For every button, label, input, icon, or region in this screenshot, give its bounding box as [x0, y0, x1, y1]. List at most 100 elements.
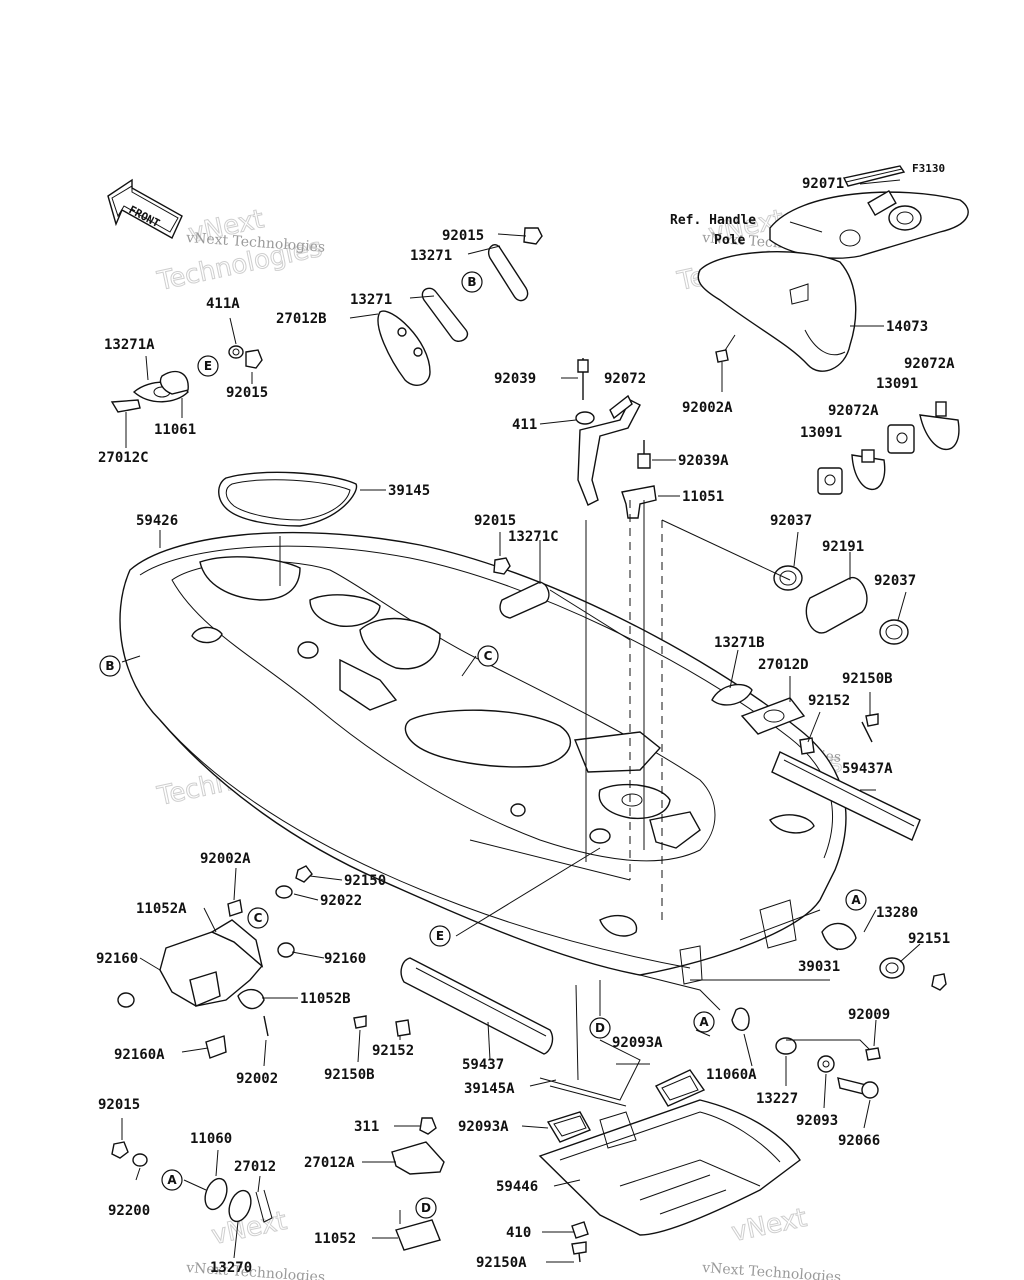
part-label: 92150 — [344, 873, 386, 889]
part-label: 59446 — [496, 1179, 538, 1195]
svg-text:C: C — [484, 649, 493, 663]
part-label: 27012 — [234, 1159, 276, 1175]
part-label: 92150B — [324, 1067, 375, 1083]
part-label: 11060 — [190, 1131, 232, 1147]
part-label: 27012A — [304, 1155, 355, 1171]
part-label: 59437A — [842, 761, 893, 777]
ref-circle-d-hull: D — [589, 1017, 611, 1039]
part-label: 13280 — [876, 905, 918, 921]
part-label: 92093 — [796, 1113, 838, 1129]
ref-circle-e-hull: E — [429, 925, 451, 947]
intake-parts — [711, 683, 806, 735]
part-label: 13227 — [756, 1091, 798, 1107]
part-label: 92160 — [96, 951, 138, 967]
part-label: 11052 — [314, 1231, 356, 1247]
watermark-text: vNext — [729, 1203, 810, 1248]
part-label: 92037 — [874, 573, 916, 589]
ref-circle-b-top: B — [461, 271, 483, 293]
part-label: 410 — [506, 1225, 531, 1241]
part-label: 92072A — [828, 403, 879, 419]
part-label: 92152 — [372, 1043, 414, 1059]
part-label: 92152 — [808, 693, 850, 709]
part-label: 92072 — [604, 371, 646, 387]
clamp-band-group — [817, 401, 960, 495]
right-bolts-group — [775, 1037, 881, 1099]
svg-text:C: C — [254, 911, 263, 925]
svg-text:B: B — [467, 275, 476, 289]
part-label: 13271 — [410, 248, 452, 264]
part-label: 11052A — [136, 901, 187, 917]
part-label: 92150A — [476, 1255, 527, 1271]
part-labels: 92071 14073 92002A 92072A 92072A 13091 1… — [96, 176, 955, 1276]
watermark-text: vNext — [209, 1206, 290, 1251]
watermark-caption: vNext Technologies — [701, 1260, 842, 1280]
svg-text:A: A — [851, 893, 861, 907]
part-label: 27012B — [276, 311, 327, 327]
svg-text:B: B — [105, 659, 114, 673]
part-label: 39031 — [798, 959, 840, 975]
figure-code: F3130 — [912, 162, 945, 175]
svg-text:E: E — [436, 929, 444, 943]
part-label: 92066 — [838, 1133, 880, 1149]
hull-body — [119, 531, 847, 1011]
part-label: 92072A — [904, 356, 955, 372]
part-label: 13271 — [350, 292, 392, 308]
gasket-39145 — [218, 471, 358, 527]
ref-circle-c-bracket: C — [247, 907, 269, 929]
part-label: 92039 — [494, 371, 536, 387]
part-label: 411 — [512, 417, 537, 433]
part-label: 311 — [354, 1119, 379, 1135]
intake-grate-59446 — [538, 1099, 801, 1263]
part-label: 92160A — [114, 1047, 165, 1063]
part-label: 92151 — [908, 931, 950, 947]
watermark-caption: vNext Technologies — [185, 1260, 326, 1280]
svg-text:D: D — [595, 1021, 605, 1035]
svg-text:A: A — [167, 1173, 177, 1187]
svg-text:D: D — [421, 1201, 431, 1215]
ref-circle-c-hull: C — [477, 645, 499, 667]
part-label: 13091 — [800, 425, 842, 441]
part-label: 39145 — [388, 483, 430, 499]
reference-markers: B E B C A E C D A A D — [99, 271, 867, 1219]
part-label: 92093A — [458, 1119, 509, 1135]
upper-bracket-parts — [575, 358, 657, 519]
part-label: 92039A — [678, 453, 729, 469]
part-label: 92009 — [848, 1007, 890, 1023]
part-label: 11052B — [300, 991, 351, 1007]
part-label: 92150B — [842, 671, 893, 687]
part-label: 27012D — [758, 657, 809, 673]
pads-92093A — [546, 1069, 706, 1143]
top-left-small-parts — [110, 227, 543, 413]
part-label: 92002A — [682, 400, 733, 416]
part-label: 92015 — [226, 385, 268, 401]
rail-59437 — [353, 957, 554, 1055]
part-label: 92015 — [442, 228, 484, 244]
seal-wire-39145A — [539, 1039, 641, 1107]
leader-lines — [121, 179, 921, 1263]
ref-circle-a-hull: A — [845, 889, 867, 911]
ref-handle-note-pole: Pole — [714, 233, 745, 248]
part-label: 92093A — [612, 1035, 663, 1051]
stern-parts — [731, 922, 947, 1031]
front-direction-arrow: FRONT — [107, 178, 183, 239]
ref-circle-d-bottom: D — [415, 1197, 437, 1219]
ref-circle-a-bottom: A — [161, 1169, 183, 1191]
bottom-bracket-parts — [391, 1117, 445, 1251]
ref-circle-e-top: E — [197, 355, 219, 377]
part-label: 14073 — [886, 319, 928, 335]
dashed-reference-lines — [469, 500, 830, 1010]
part-label: 27012C — [98, 450, 149, 466]
svg-text:E: E — [204, 359, 212, 373]
steering-bracket-assembly — [117, 865, 313, 1059]
hose-and-clamps — [773, 565, 909, 645]
part-label: 59426 — [136, 513, 178, 529]
handle-pole-assembly — [697, 165, 969, 372]
cover-13271C — [493, 557, 550, 619]
bolt-92002A-top — [715, 334, 736, 363]
part-label: 13271A — [104, 337, 155, 353]
part-label: 59437 — [462, 1057, 504, 1073]
part-label: 92160 — [324, 951, 366, 967]
part-label: 92002 — [236, 1071, 278, 1087]
part-label: 39145A — [464, 1081, 515, 1097]
